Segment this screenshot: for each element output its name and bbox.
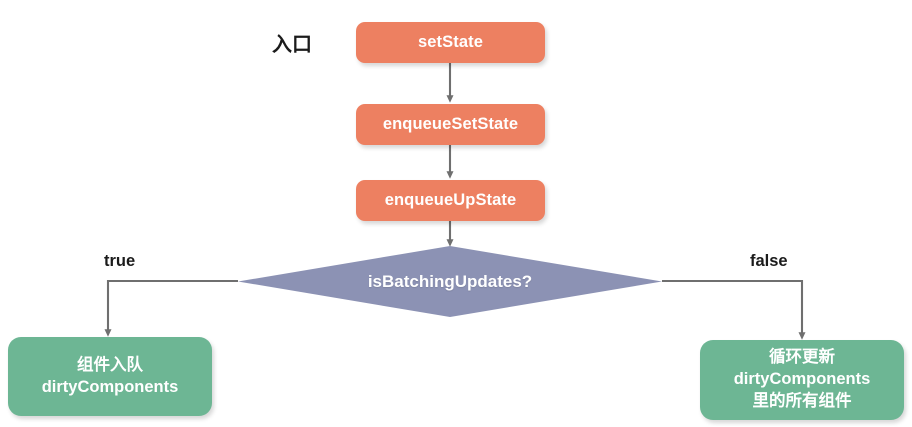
node-dirty-flush[interactable]: 循环更新 dirtyComponents 里的所有组件 xyxy=(700,340,904,420)
node-enqueue-set-state-label: enqueueSetState xyxy=(382,115,519,133)
node-dirty-enqueue-line2: dirtyComponents xyxy=(41,377,179,396)
node-enqueue-up-state-label: enqueueUpState xyxy=(384,191,517,209)
edge-decision-false-to-dirty-flush xyxy=(662,279,806,340)
node-dirty-enqueue[interactable]: 组件入队 dirtyComponents xyxy=(8,337,212,416)
entry-label: 入口 xyxy=(272,34,312,56)
node-is-batching-updates-label: isBatchingUpdates? xyxy=(367,271,533,291)
node-set-state[interactable]: setState xyxy=(356,22,545,63)
branch-label-true: true xyxy=(104,252,136,270)
node-dirty-flush-line2: dirtyComponents xyxy=(733,370,871,389)
edge-decision-true-to-dirty-enqueue xyxy=(104,279,238,337)
node-enqueue-up-state[interactable]: enqueueUpState xyxy=(356,180,545,221)
node-enqueue-set-state[interactable]: enqueueSetState xyxy=(356,104,545,145)
node-dirty-enqueue-line1: 组件入队 xyxy=(77,355,143,374)
branch-label-false: false xyxy=(750,252,788,270)
diamond-shape-icon xyxy=(238,246,662,317)
node-dirty-flush-line1: 循环更新 xyxy=(769,348,835,367)
node-dirty-flush-line3: 里的所有组件 xyxy=(752,391,852,410)
node-set-state-label: setState xyxy=(418,33,483,51)
node-is-batching-updates[interactable]: isBatchingUpdates? xyxy=(238,246,662,317)
